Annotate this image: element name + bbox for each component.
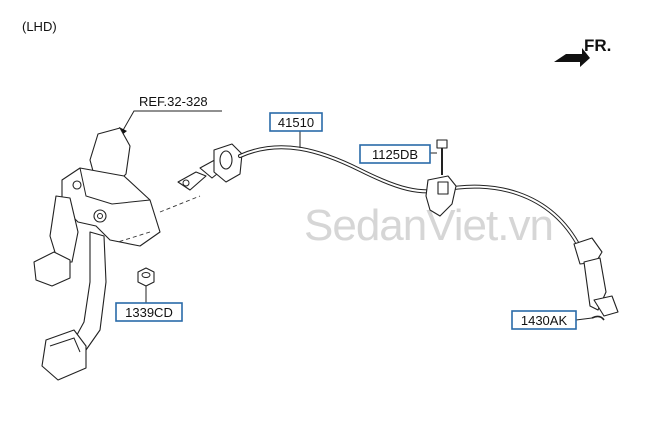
callout-cable: 41510 <box>269 112 323 132</box>
pedal-stopper <box>33 251 71 287</box>
cable-mount-clamp <box>437 181 449 195</box>
reference-callout: REF.32-328 <box>118 94 222 138</box>
pedal-side-flange <box>49 195 79 263</box>
callout-cable-box <box>269 112 323 132</box>
nut-part <box>137 267 155 303</box>
guide-line-1 <box>117 231 151 243</box>
callout-clip-box <box>511 310 577 330</box>
watermark: SedanViet.vn <box>304 201 553 250</box>
callout-clip-number: 1430AK <box>521 313 568 328</box>
pedal-bracket-edge <box>79 167 151 205</box>
pedal-arm <box>71 231 107 351</box>
cable-trans-end <box>593 295 619 317</box>
reference-label: REF.32-328 <box>139 94 208 109</box>
pivot-bolt-center <box>97 213 103 219</box>
clip-leader <box>575 317 593 321</box>
bolt-head-icon <box>436 139 448 149</box>
pedal-pad-edge <box>49 337 81 353</box>
pivot-bolt <box>93 209 107 223</box>
cable-trans-fitting <box>573 237 603 265</box>
callout-nut: 1339CD <box>115 302 183 322</box>
front-arrow-icon <box>554 48 590 67</box>
front-label: FR. <box>584 36 611 55</box>
cable-assembly <box>177 143 619 317</box>
nut-hole <box>141 272 151 278</box>
clevis-pin <box>182 179 190 187</box>
callout-clip: 1430AK <box>511 310 577 330</box>
callout-bolt-box <box>359 144 431 164</box>
pedal-pad <box>41 329 87 381</box>
pedal-assembly <box>33 127 201 381</box>
clip-part <box>575 315 605 321</box>
cable-sheath-inner <box>239 146 581 249</box>
variant-label: (LHD) <box>22 19 57 34</box>
callout-nut-number: 1339CD <box>125 305 173 320</box>
callout-bolt-number: 1125DB <box>372 147 418 162</box>
guide-line-2 <box>159 195 201 213</box>
callout-bolt: 1125DB <box>359 144 431 164</box>
cable-clevis <box>177 171 207 191</box>
callout-nut-box <box>115 302 183 322</box>
bolt-part <box>430 139 448 175</box>
clip-icon <box>591 315 605 321</box>
bracket-hole <box>72 180 82 190</box>
reference-leader <box>121 110 222 133</box>
callout-cable-number: 41510 <box>278 115 314 130</box>
cable-grommet <box>219 150 233 170</box>
front-direction-indicator: FR. <box>554 36 611 67</box>
